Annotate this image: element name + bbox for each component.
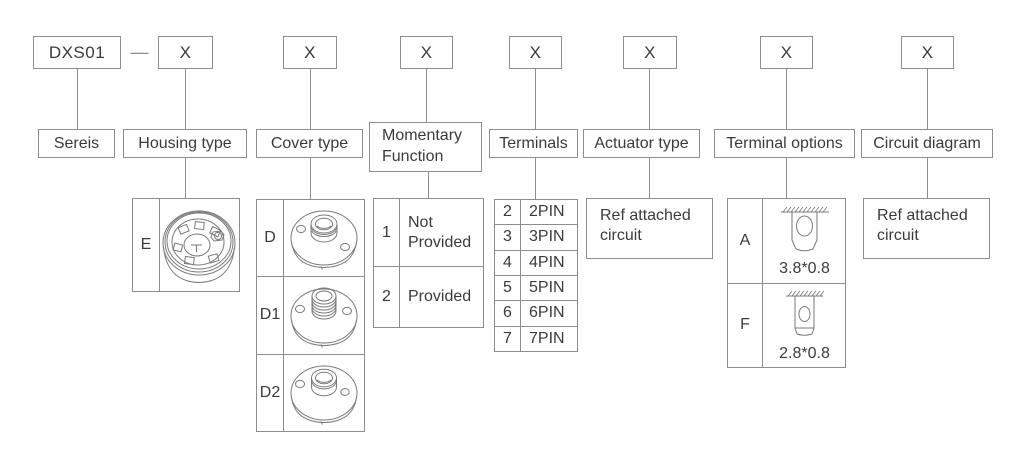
option-code: 6 — [495, 301, 521, 326]
housing-type-label: Housing type — [123, 129, 247, 158]
momentary-function-label: Momentary Function — [369, 122, 482, 172]
option-code: 1 — [374, 199, 400, 267]
cover-type-table: D D1 — [256, 199, 365, 432]
option-text: 7PIN — [529, 329, 565, 347]
option-text: 4PIN — [529, 253, 565, 271]
table-row: D — [257, 200, 364, 277]
option-text: 5PIN — [529, 279, 565, 297]
terminal-options-label: Terminal options — [714, 129, 855, 158]
connector-line — [786, 69, 787, 129]
connector-line — [77, 69, 78, 129]
terminal-size: 3.8*0.8 — [779, 260, 830, 277]
table-row: A 3.8*0.8 — [728, 199, 845, 283]
table-row: 3 3PIN — [495, 224, 577, 250]
cover-d1-drawing — [290, 287, 358, 349]
housing-type-table: E — [132, 198, 240, 292]
code-separator: — — [130, 42, 149, 62]
connector-line — [185, 158, 186, 198]
option-code: 5 — [495, 275, 521, 301]
connector-line — [426, 69, 427, 122]
circuit-diagram-note: Ref attached circuit — [863, 198, 990, 259]
option-text: Provided — [408, 288, 472, 306]
table-row: 7 7PIN — [495, 325, 577, 351]
table-row: 5 5PIN — [495, 274, 577, 301]
housing-e-drawing — [162, 210, 236, 284]
terminals-label: Terminals — [489, 129, 578, 158]
option-image-cell — [284, 277, 364, 353]
connector-line — [649, 69, 650, 129]
circuit-diagram-label: Circuit diagram — [861, 129, 993, 158]
option-text: Not Provided — [408, 213, 472, 251]
option-text: 2PIN — [529, 203, 565, 221]
terminals-code-box: X — [509, 36, 562, 69]
connector-line — [535, 69, 536, 129]
connector-line — [535, 158, 536, 199]
option-code: D — [257, 200, 284, 277]
connector-line — [649, 158, 650, 198]
option-image-cell: 2.8*0.8 — [763, 284, 846, 368]
connector-line — [927, 69, 928, 129]
connector-line — [310, 158, 311, 199]
connector-line — [927, 158, 928, 198]
option-image-cell — [284, 355, 364, 431]
option-image-cell — [160, 199, 239, 291]
connector-line — [786, 158, 787, 198]
option-code: E — [133, 199, 160, 291]
option-text: 3PIN — [529, 228, 565, 246]
terminal-options-table: A 3.8*0.8 — [727, 198, 846, 368]
option-code: D1 — [257, 277, 284, 354]
table-row: D1 — [257, 276, 364, 354]
table-row: 1 Not Provided — [374, 199, 483, 267]
option-text: 6PIN — [529, 304, 565, 322]
option-code: 2 — [495, 200, 521, 225]
option-code: 2 — [374, 267, 400, 327]
momentary-function-code-box: X — [400, 36, 453, 69]
connector-line — [310, 69, 311, 129]
table-row: E — [133, 199, 239, 291]
table-row: 2 2PIN — [495, 200, 577, 225]
table-row: D2 — [257, 353, 364, 431]
series-prefix-box: DXS01 — [33, 36, 121, 69]
cover-type-label: Cover type — [256, 129, 363, 158]
option-code: D2 — [257, 354, 284, 431]
option-code: A — [728, 199, 763, 283]
connector-line — [185, 69, 186, 129]
terminal-options-code-box: X — [760, 36, 813, 69]
circuit-diagram-code-box: X — [901, 36, 954, 69]
terminal-size: 2.8*0.8 — [779, 344, 830, 362]
option-image-cell: 3.8*0.8 — [763, 199, 846, 283]
cover-type-code-box: X — [283, 36, 337, 69]
option-code: 4 — [495, 250, 521, 275]
terminal-a-drawing — [781, 206, 829, 252]
table-row: 4 4PIN — [495, 249, 577, 275]
actuator-type-code-box: X — [623, 36, 677, 69]
option-image-cell — [284, 200, 364, 276]
option-code: F — [728, 283, 763, 367]
terminal-f-drawing — [786, 290, 825, 336]
connector-line — [428, 172, 429, 198]
table-row: 6 6PIN — [495, 300, 577, 326]
cover-d-drawing — [290, 210, 358, 270]
table-row: 2 Provided — [374, 266, 483, 327]
momentary-function-table: 1 Not Provided 2 Provided — [373, 198, 484, 328]
option-code: 3 — [495, 225, 521, 250]
option-code: 7 — [495, 326, 521, 351]
actuator-type-label: Actuator type — [583, 129, 700, 158]
series-label: Sereis — [38, 129, 115, 158]
cover-d2-drawing — [290, 365, 358, 425]
terminals-table: 2 2PIN 3 3PIN 4 4PIN 5 5PIN 6 6PIN 7 7PI… — [494, 199, 578, 352]
table-row: 2.8*0.8 F — [728, 282, 846, 368]
actuator-type-note: Ref attached circuit — [586, 198, 713, 259]
housing-type-code-box: X — [158, 36, 213, 69]
